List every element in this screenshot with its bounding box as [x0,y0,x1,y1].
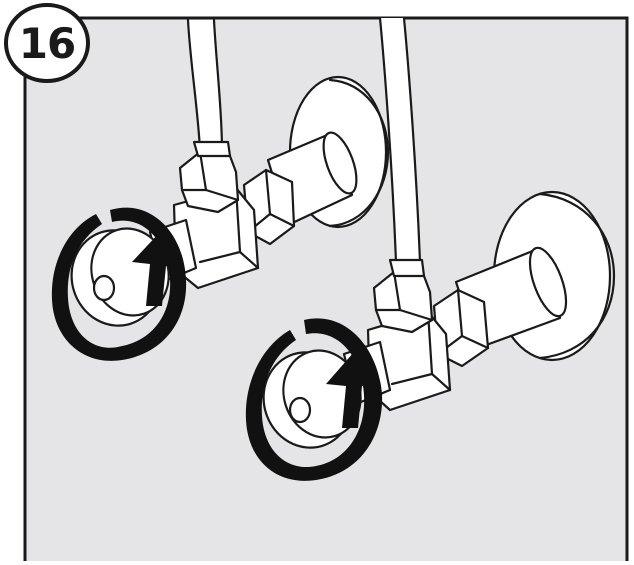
shutoff-valve-left [70,18,390,327]
rotation-arrow-icon [245,318,383,481]
rotation-arrow-icon [51,207,187,361]
step-number: 16 [18,18,76,68]
step-badge-circle [4,3,90,83]
step-badge: 16 [2,2,92,84]
